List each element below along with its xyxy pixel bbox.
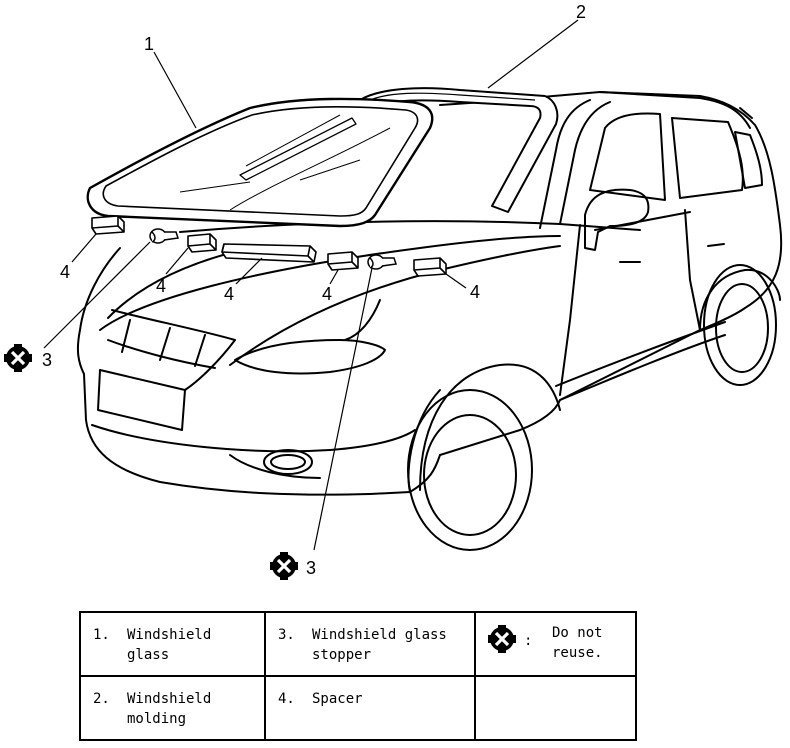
legend-number: 4.: [278, 691, 295, 707]
legend-table: 1. Windshield glass 3. Windshield glass …: [79, 611, 637, 741]
spacer-3-long: [221, 243, 317, 263]
callout-4d: 4: [322, 284, 332, 304]
legend-text: Windshield glass stopper: [312, 627, 447, 663]
legend-cell: 1. Windshield glass: [79, 611, 266, 677]
spacer-1: [91, 215, 125, 235]
callout-3b: 3: [306, 558, 316, 578]
windshield-molding: [359, 87, 559, 213]
leader-lines: [43, 19, 579, 551]
glass-stoppers: [149, 228, 397, 270]
legend-cell-empty: [474, 675, 637, 741]
callout-3a: 3: [42, 350, 52, 370]
spacers: [91, 215, 447, 277]
spacer-2: [187, 233, 217, 253]
legend-number: 3.: [278, 627, 295, 643]
legend-text: Windshield glass: [127, 627, 212, 663]
windshield-glass: [86, 97, 434, 228]
callout-4b: 4: [156, 276, 166, 296]
spacer-4: [327, 251, 359, 271]
legend-cell: 2. Windshield molding: [79, 675, 266, 741]
do-not-reuse-icon: [2, 342, 34, 374]
legend-text: Windshield molding: [127, 691, 212, 727]
callout-2: 2: [576, 2, 586, 22]
spacer-5: [413, 257, 447, 277]
legend-colon: :: [524, 633, 533, 649]
callout-1: 1: [144, 34, 154, 54]
windshield-diagram: 1 2 4 4 4 4 4 3 3: [2, 2, 783, 582]
legend-cell: 4. Spacer: [264, 675, 476, 741]
legend-row: 2. Windshield molding 4. Spacer: [79, 675, 637, 741]
car-body: [76, 91, 783, 551]
callout-4e: 4: [470, 282, 480, 302]
legend-text: Do not reuse.: [552, 625, 603, 661]
legend-text: Spacer: [312, 691, 363, 707]
stopper-right: [367, 254, 397, 270]
do-not-reuse-icon: [268, 550, 300, 582]
legend-cell: : Do not reuse.: [474, 611, 637, 677]
legend-row: 1. Windshield glass 3. Windshield glass …: [79, 611, 637, 677]
stopper-left: [149, 228, 179, 244]
legend-cell: 3. Windshield glass stopper: [264, 611, 476, 677]
callout-4a: 4: [60, 262, 70, 282]
legend-number: 1.: [93, 627, 110, 643]
legend-number: 2.: [93, 691, 110, 707]
do-not-reuse-icon: [486, 623, 518, 655]
callout-4c: 4: [224, 284, 234, 304]
